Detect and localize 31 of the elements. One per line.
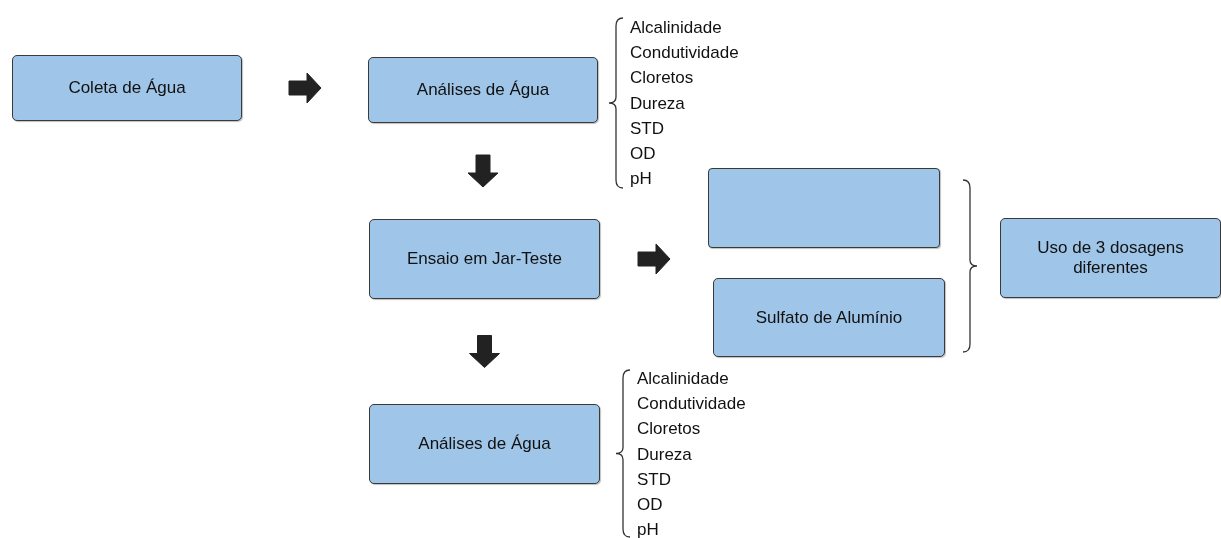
box-text: Coleta de Água [68,78,186,98]
list-item: Alcalinidade [630,18,722,38]
list-item: Dureza [630,93,685,114]
process-box [12,55,242,121]
box-text: Sulfato de Alumínio [755,307,903,328]
list-item: pH [637,520,659,538]
list-item: Dureza [637,444,692,465]
list-item: Cloretos [630,68,694,89]
block-arrow [469,335,500,368]
block-arrow [467,154,499,188]
list-item: Condutividade [637,394,746,415]
box-text: Uso de 3 dosagens diferentes [1036,238,1185,278]
list-item: OD [637,495,663,515]
process-box [368,57,598,123]
list-item: OD [630,144,656,164]
list-item: pH [630,169,652,190]
process-box [369,219,600,299]
box-text: Análises de Água [416,80,550,100]
list-item: Alcalinidade [637,369,729,389]
block-arrow [288,72,322,104]
box-text: Análises de Água [418,434,551,454]
process-box [713,278,945,357]
process-box [708,168,940,248]
box-text: Ensaio em Jar-Teste [407,249,562,269]
list-item: Cloretos [637,419,701,440]
process-box [1000,218,1221,298]
list-item: STD [630,118,664,139]
list-item: Condutividade [630,43,739,64]
list-item: STD [637,469,671,490]
block-arrow [637,243,671,275]
process-box [369,404,600,484]
